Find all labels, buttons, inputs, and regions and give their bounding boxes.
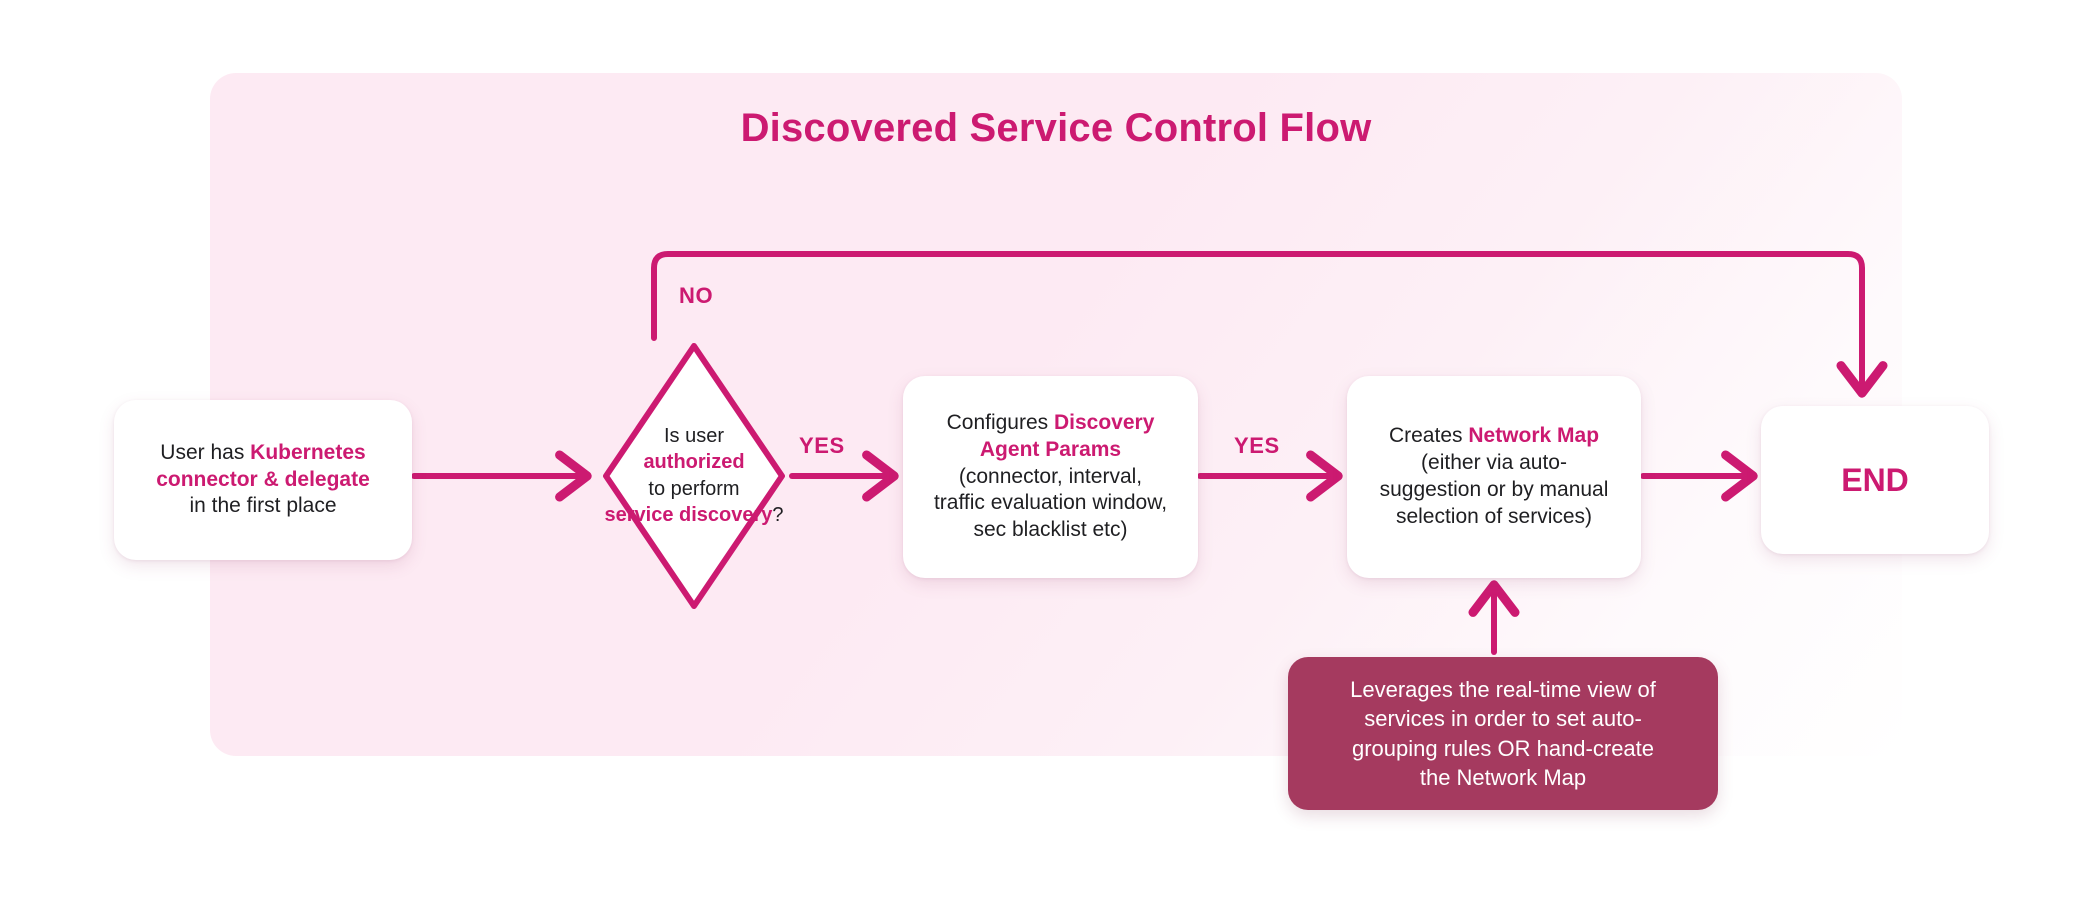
- node-map-line4: selection of services): [1395, 504, 1593, 528]
- note-network-map-details[interactable]: Leverages the real-time view of services…: [1288, 657, 1718, 810]
- node-params-line2-highlight: Agent Params: [979, 437, 1122, 461]
- diagram-title: Discovered Service Control Flow: [740, 106, 1372, 150]
- node-map-line1-plain: Creates: [1388, 424, 1469, 448]
- node-decision[interactable]: Is user authorized to perform service di…: [598, 338, 790, 614]
- node-start[interactable]: User has Kubernetes connector & delegate…: [114, 400, 412, 560]
- note-line2: services in order to set auto-: [1364, 706, 1642, 732]
- note-line4: the Network Map: [1419, 764, 1587, 790]
- node-decision-line4-suffix: ?: [772, 504, 784, 527]
- note-line3: grouping rules OR hand-create: [1351, 735, 1655, 761]
- node-discovery-agent-params[interactable]: Configures Discovery Agent Params (conne…: [903, 376, 1198, 578]
- node-params-line3: (connector, interval,: [958, 464, 1143, 488]
- decision-diamond-shape: [603, 343, 785, 609]
- node-start-line1-highlight: Kubernetes: [250, 440, 366, 464]
- node-map-line1-highlight: Network Map: [1468, 424, 1600, 448]
- node-network-map[interactable]: Creates Network Map (either via auto- su…: [1347, 376, 1641, 578]
- node-start-text: User has Kubernetes connector & delegate…: [156, 440, 370, 521]
- node-params-text: Configures Discovery Agent Params (conne…: [934, 410, 1167, 544]
- edge-label-yes-decision: YES: [799, 433, 845, 458]
- note-line1: Leverages the real-time view of: [1350, 677, 1656, 703]
- node-decision-line4-highlight: service discovery: [604, 504, 773, 527]
- edge-label-yes-params: YES: [1234, 433, 1280, 458]
- node-end[interactable]: END: [1761, 406, 1989, 554]
- edge-label-no: NO: [679, 283, 714, 308]
- node-map-line3: suggestion or by manual: [1379, 478, 1609, 501]
- node-map-line2: (either via auto-: [1421, 451, 1567, 475]
- node-params-line4: traffic evaluation window,: [933, 491, 1168, 515]
- node-start-line3: in the first place: [189, 494, 337, 518]
- node-end-label: END: [1841, 461, 1909, 498]
- node-start-line1-plain: User has: [160, 440, 251, 464]
- node-decision-text: Is user authorized to perform service di…: [584, 423, 804, 529]
- note-text: Leverages the real-time view of services…: [1350, 675, 1656, 791]
- node-params-line1-plain: Configures: [946, 410, 1054, 434]
- node-map-text: Creates Network Map (either via auto- su…: [1380, 423, 1609, 531]
- node-params-line5: sec blacklist etc): [973, 518, 1128, 542]
- node-start-line2-highlight: connector & delegate: [156, 467, 370, 491]
- node-decision-line2-highlight: authorized: [643, 451, 745, 474]
- node-decision-line1: Is user: [663, 425, 725, 448]
- node-decision-line3: to perform: [648, 478, 740, 500]
- edge-decision-no-to-end: [651, 251, 1888, 398]
- node-params-line1-highlight: Discovery: [1053, 410, 1155, 434]
